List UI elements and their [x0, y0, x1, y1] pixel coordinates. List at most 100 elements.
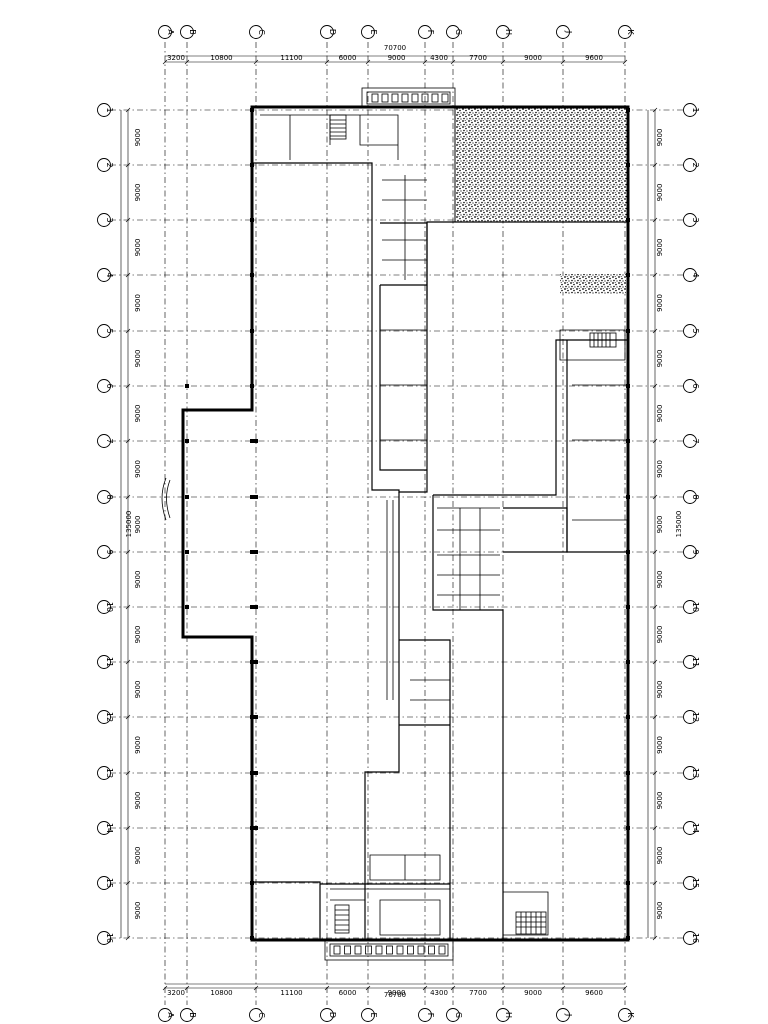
total-width-bottom: 70700: [384, 991, 406, 999]
column-span-label: 4300: [430, 54, 448, 62]
row-axis-label: 13: [105, 768, 114, 778]
axis-bubble: [158, 25, 172, 39]
row-axis-label: 4: [691, 272, 700, 277]
row-span-label: 9000: [656, 571, 664, 589]
row-axis-label: 16: [691, 933, 700, 943]
row-span-label: 9000: [656, 129, 664, 147]
column-span-label: 11100: [280, 54, 302, 62]
column-span-label: 3200: [167, 989, 185, 997]
column-marker: [250, 495, 254, 499]
axis-bubble: [683, 434, 697, 448]
axis-bubble: [97, 655, 111, 669]
axis-bubble: [556, 25, 570, 39]
axis-bubble: [683, 379, 697, 393]
axis-bubble: [683, 545, 697, 559]
column-marker: [626, 715, 630, 719]
axis-bubble: [249, 25, 263, 39]
west-canopy-arc: [161, 477, 171, 521]
column-marker: [626, 881, 630, 885]
column-marker: [185, 439, 189, 443]
axis-bubble: [97, 434, 111, 448]
axis-bubble: [97, 600, 111, 614]
row-span-label: 9000: [134, 736, 142, 754]
column-axis-label: C: [257, 1012, 266, 1018]
row-axis-label: 1: [691, 107, 700, 112]
column-marker: [626, 550, 630, 554]
axis-bubble: [97, 545, 111, 559]
axis-bubble: [361, 1008, 375, 1022]
column-marker: [250, 605, 254, 609]
row-span-label: 9000: [134, 460, 142, 478]
axis-bubble: [683, 268, 697, 282]
column-marker: [626, 826, 630, 830]
axis-bubble: [683, 821, 697, 835]
column-marker: [254, 439, 258, 443]
row-span-label: 9000: [134, 626, 142, 644]
row-span-label: 9000: [134, 129, 142, 147]
column-marker: [254, 715, 258, 719]
row-axis-label: 8: [105, 494, 114, 499]
axis-bubble: [180, 1008, 194, 1022]
axis-bubble: [158, 1008, 172, 1022]
column-marker: [250, 384, 254, 388]
axis-bubble: [97, 766, 111, 780]
row-axis-label: 6: [105, 383, 114, 388]
column-marker: [254, 771, 258, 775]
hatched-area-small: [560, 274, 626, 294]
axis-bubble: [97, 379, 111, 393]
column-marker: [626, 218, 630, 222]
row-axis-label: 14: [691, 823, 700, 833]
column-marker: [250, 771, 254, 775]
row-span-label: 9000: [656, 847, 664, 865]
column-marker: [626, 163, 630, 167]
hatched-area-top: [454, 107, 629, 223]
axis-bubble: [683, 931, 697, 945]
axis-bubble: [683, 324, 697, 338]
column-span-label: 9600: [585, 989, 603, 997]
row-axis-label: 7: [691, 438, 700, 443]
axis-bubble: [683, 158, 697, 172]
column-marker: [626, 605, 630, 609]
row-axis-label: 10: [105, 602, 114, 612]
row-span-label: 9000: [656, 736, 664, 754]
entrance-canopy-north: [361, 87, 456, 109]
axis-bubble: [97, 213, 111, 227]
axis-bubble: [446, 1008, 460, 1022]
row-axis-label: 15: [691, 878, 700, 888]
row-axis-label: 1: [105, 107, 114, 112]
column-span-label: 11100: [280, 989, 302, 997]
column-marker: [250, 550, 254, 554]
row-span-label: 9000: [134, 239, 142, 257]
column-marker: [250, 163, 254, 167]
row-span-label: 9000: [656, 350, 664, 368]
column-marker: [250, 329, 254, 333]
column-span-label: 7700: [469, 54, 487, 62]
axis-bubble: [97, 103, 111, 117]
axis-bubble: [97, 876, 111, 890]
axis-bubble: [320, 1008, 334, 1022]
axis-bubble: [97, 821, 111, 835]
interior-partitions: [252, 114, 628, 940]
column-marker: [626, 384, 630, 388]
column-marker: [250, 715, 254, 719]
total-length-right: 135000: [675, 511, 683, 538]
row-span-label: 9000: [656, 294, 664, 312]
row-span-label: 9000: [134, 571, 142, 589]
row-span-label: 9000: [656, 681, 664, 699]
column-axis-label: C: [257, 29, 266, 35]
row-span-label: 9000: [134, 902, 142, 920]
column-span-label: 9000: [524, 54, 542, 62]
column-span-label: 10800: [210, 54, 232, 62]
row-axis-label: 8: [691, 494, 700, 499]
column-marker: [254, 550, 258, 554]
column-marker: [250, 273, 254, 277]
column-span-label: 6000: [339, 54, 357, 62]
column-axis-label: J: [564, 1013, 573, 1016]
column-axis-label: A: [166, 1012, 175, 1018]
row-span-label: 9000: [656, 902, 664, 920]
row-axis-label: 7: [105, 438, 114, 443]
axis-bubble: [618, 25, 632, 39]
column-marker: [185, 550, 189, 554]
